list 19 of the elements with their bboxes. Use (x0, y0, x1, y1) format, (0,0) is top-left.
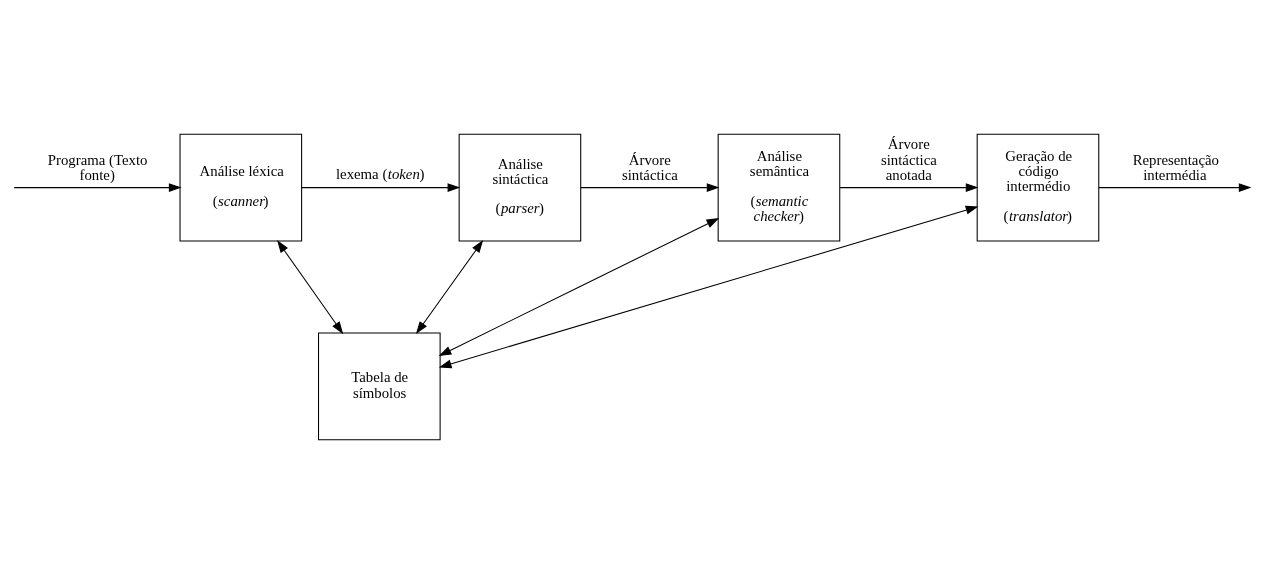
arrow (301, 182, 461, 192)
edge-label: Programa (Texto fonte) (47, 151, 148, 183)
arrow (438, 217, 720, 356)
node-box: Análise léxica (scanner) (179, 133, 303, 242)
node-box: Tabela de símbolos (318, 331, 441, 440)
node-box: Análise semântica (semantic checker) (717, 133, 841, 242)
arrow (839, 182, 979, 192)
arrow (277, 239, 344, 334)
node-box: Geração de código intermédio (translator) (976, 133, 1100, 242)
arrow (13, 182, 182, 192)
arrow (1098, 182, 1252, 192)
edge-label: Árvore sintáctica (621, 151, 678, 183)
edge-label: Representação intermédia (1132, 151, 1219, 183)
arrow (438, 205, 979, 368)
edge-label: Árvore sintáctica anotada (880, 135, 937, 183)
node-box: Análise sintáctica (parser) (458, 133, 582, 242)
arrow (580, 182, 720, 192)
arrow (415, 239, 484, 334)
edge-label: lexema (token) (335, 165, 425, 182)
